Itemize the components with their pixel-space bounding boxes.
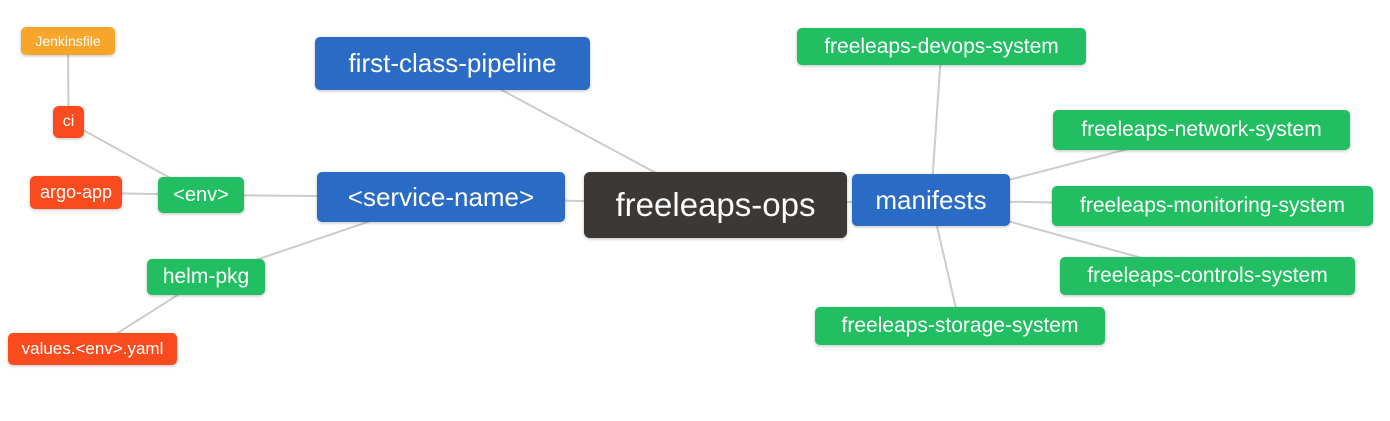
node-label: freeleaps-controls-system	[1087, 264, 1328, 287]
node-freeleaps-monitoring-system[interactable]: freeleaps-monitoring-system	[1052, 186, 1373, 226]
node-freeleaps-controls-system[interactable]: freeleaps-controls-system	[1060, 257, 1355, 295]
node-freeleaps-devops-system[interactable]: freeleaps-devops-system	[797, 28, 1086, 65]
node-argo-app[interactable]: argo-app	[30, 176, 122, 209]
node-label: argo-app	[39, 182, 113, 202]
node-label: freeleaps-storage-system	[841, 314, 1079, 337]
node-label: manifests	[875, 184, 987, 215]
node-label: first-class-pipeline	[348, 48, 557, 78]
node-label: helm-pkg	[162, 265, 250, 288]
node-ci[interactable]: ci	[53, 106, 84, 138]
node-label: <service-name>	[347, 181, 535, 212]
node-label: freeleaps-monitoring-system	[1080, 194, 1345, 217]
node-label: freeleaps-ops	[615, 186, 816, 223]
node-label: <env>	[173, 183, 229, 206]
node-service-name[interactable]: <service-name>	[317, 172, 565, 222]
node-label: freeleaps-network-system	[1081, 118, 1322, 141]
node-values-env-yaml[interactable]: values.<env>.yaml	[8, 333, 177, 365]
node-helm-pkg[interactable]: helm-pkg	[147, 259, 265, 295]
node-label: ci	[62, 112, 75, 130]
node-env[interactable]: <env>	[158, 177, 244, 213]
node-first-class-pipeline[interactable]: first-class-pipeline	[315, 37, 590, 90]
node-freeleaps-storage-system[interactable]: freeleaps-storage-system	[815, 307, 1105, 345]
node-jenkinsfile[interactable]: Jenkinsfile	[21, 27, 115, 55]
node-freeleaps-network-system[interactable]: freeleaps-network-system	[1053, 110, 1350, 150]
node-manifests[interactable]: manifests	[852, 174, 1010, 226]
node-freeleaps-ops[interactable]: freeleaps-ops	[584, 172, 847, 238]
node-label: Jenkinsfile	[35, 32, 101, 49]
node-label: freeleaps-devops-system	[824, 34, 1059, 58]
node-label: values.<env>.yaml	[21, 339, 164, 358]
